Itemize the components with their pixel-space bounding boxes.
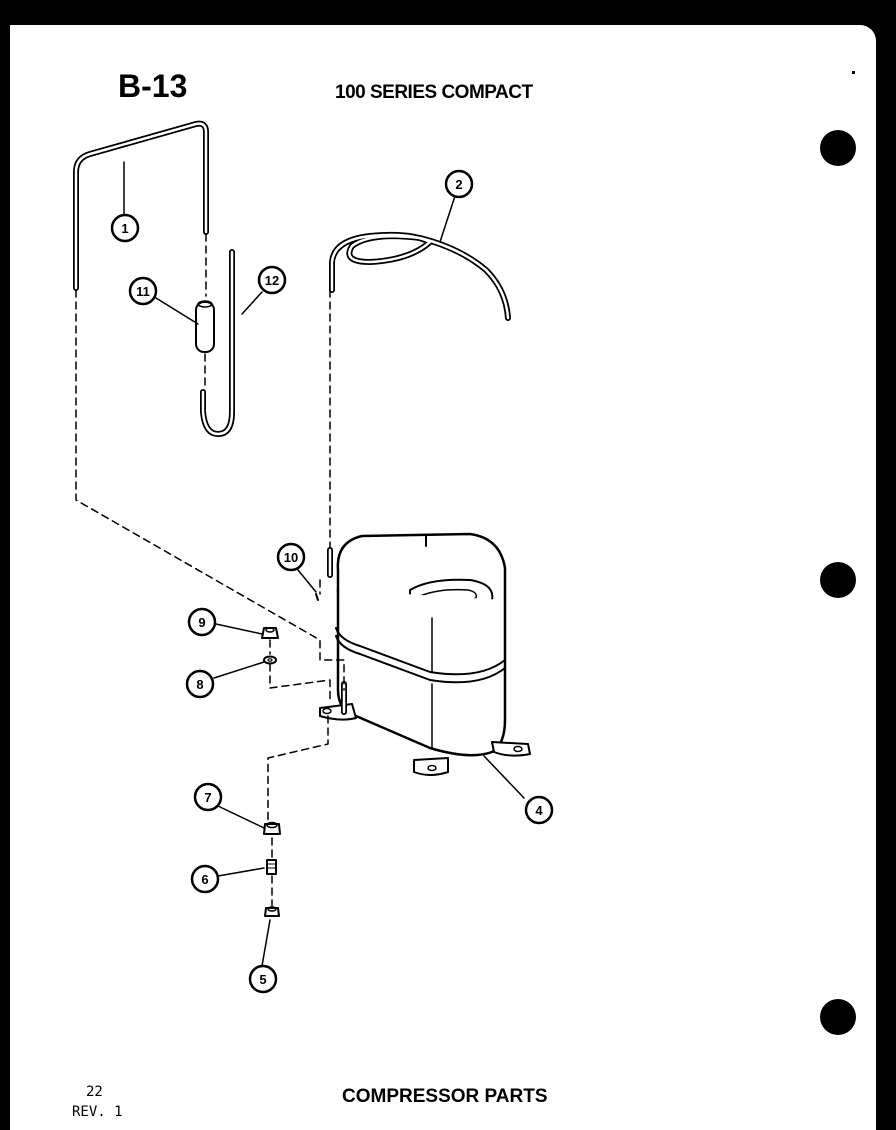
callout-4-label: 4 bbox=[535, 803, 543, 818]
part-suction-coil bbox=[329, 231, 511, 321]
callout-6-label: 6 bbox=[201, 872, 208, 887]
part-compressor bbox=[319, 532, 531, 776]
callout-10-label: 10 bbox=[284, 550, 298, 565]
callout-11-label: 11 bbox=[136, 284, 150, 299]
callout-4-ring bbox=[524, 795, 554, 825]
speck-mark bbox=[852, 71, 855, 74]
callout-1-ring bbox=[110, 213, 140, 243]
callout-8-ring bbox=[185, 669, 215, 699]
callout-8-label: 8 bbox=[196, 677, 203, 692]
footer-caption: COMPRESSOR PARTS bbox=[342, 1086, 548, 1107]
part-grommet-7 bbox=[263, 821, 281, 835]
binder-hole-middle bbox=[820, 562, 856, 598]
page-code: B-13 bbox=[118, 68, 188, 104]
callout-12-ring bbox=[257, 265, 287, 295]
part-discharge-tube bbox=[73, 120, 209, 291]
callout-7-ring bbox=[193, 782, 223, 812]
callout-circles bbox=[110, 169, 554, 994]
callout-9-label: 9 bbox=[198, 615, 205, 630]
callout-6-ring bbox=[190, 864, 220, 894]
callout-1-label: 1 bbox=[121, 221, 128, 236]
callout-10-ring bbox=[276, 542, 306, 572]
part-drier bbox=[195, 300, 215, 353]
part-sleeve-6 bbox=[266, 859, 277, 875]
part-process-tube bbox=[200, 249, 235, 437]
callout-2-ring bbox=[444, 169, 474, 199]
callout-2-label: 2 bbox=[455, 177, 462, 192]
binder-hole-top bbox=[820, 130, 856, 166]
part-nut-9 bbox=[261, 627, 279, 639]
binder-hole-bottom bbox=[820, 999, 856, 1035]
callout-5-ring bbox=[248, 964, 278, 994]
page-number: 22 bbox=[86, 1084, 103, 1100]
callout-11-ring bbox=[128, 276, 158, 306]
callout-7-label: 7 bbox=[204, 790, 211, 805]
callout-12-label: 12 bbox=[265, 273, 279, 288]
series-title: 100 SERIES COMPACT bbox=[335, 82, 533, 103]
callout-9-ring bbox=[187, 607, 217, 637]
part-washer-8 bbox=[263, 655, 277, 665]
callout-5-label: 5 bbox=[259, 972, 266, 987]
part-stud-5 bbox=[264, 906, 280, 917]
assembly-dash-lines bbox=[75, 233, 345, 907]
revision-label: REV. 1 bbox=[72, 1104, 123, 1120]
leader-lines bbox=[123, 161, 525, 967]
part-clip bbox=[315, 593, 319, 601]
